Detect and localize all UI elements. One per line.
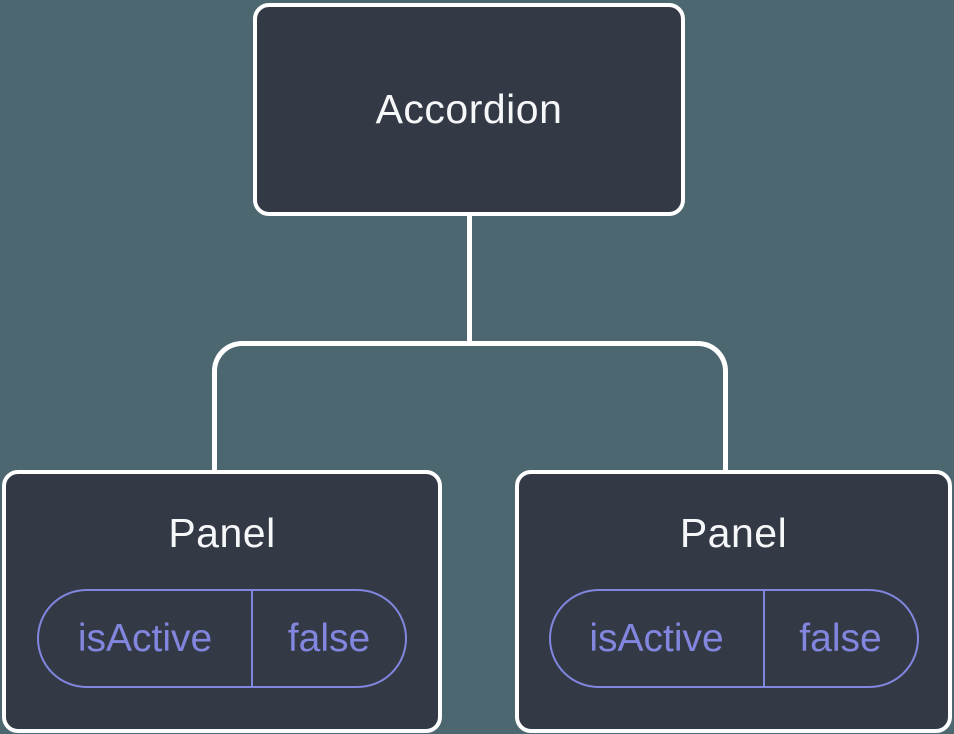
state-name: isActive — [589, 616, 724, 660]
accordion-node-label: Accordion — [375, 86, 563, 132]
state-pill: isActive false — [548, 589, 919, 688]
panel-node-label: Panel — [168, 510, 276, 556]
state-name-cell: isActive — [39, 591, 251, 686]
state-name-cell: isActive — [551, 591, 763, 686]
accordion-node: Accordion — [253, 3, 685, 216]
state-value-cell: false — [251, 591, 405, 686]
panel-node-left: Panel isActive false — [2, 470, 442, 733]
state-value-cell: false — [762, 591, 917, 686]
state-pill: isActive false — [37, 589, 407, 688]
state-name: isActive — [77, 616, 213, 660]
state-value: false — [799, 616, 882, 660]
connector-stem — [467, 212, 472, 344]
panel-node-label: Panel — [679, 510, 788, 556]
connector-bracket — [212, 341, 728, 470]
state-value: false — [287, 616, 371, 660]
panel-node-right: Panel isActive false — [515, 470, 952, 733]
